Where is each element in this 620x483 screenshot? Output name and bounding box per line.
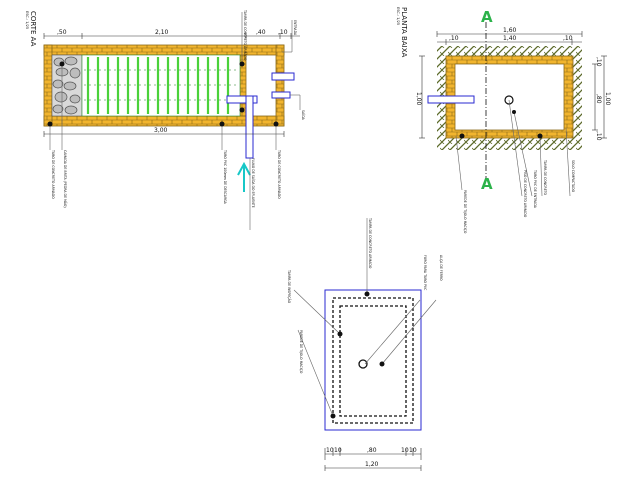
section-dim-40: ,40 <box>256 29 266 36</box>
section-tee-pipe <box>226 95 258 104</box>
plan-scale: ESC.: 1/25 <box>396 7 400 25</box>
lid-dashed-outer <box>332 297 414 424</box>
section-note-8: SAÍDA <box>301 110 306 121</box>
lid-dim-10b: 10 <box>334 447 342 454</box>
plan-dim-140: 1,40 <box>503 35 517 42</box>
lid-dim-10d: 10 <box>409 447 417 454</box>
lid-note-5: PAREDE DE TIJOLO MACIÇO <box>299 330 303 374</box>
plan-leaders <box>455 99 571 197</box>
section-note-7: TUBO DE CONCRETO ARMADO <box>277 149 281 199</box>
section-right-wall <box>275 44 285 127</box>
section-leader-dots <box>47 61 279 127</box>
lid-pipe-hole <box>358 359 368 369</box>
plan-right-dimensions <box>592 55 607 139</box>
plan-left-dimension <box>419 55 425 139</box>
section-leaders <box>49 12 301 230</box>
section-outlet-pipe <box>271 91 291 99</box>
section-title: CORTE AA <box>29 11 37 47</box>
plan-cut-marker-top: A <box>481 8 493 26</box>
section-note-5: TUBO PVC 100mm DE DESCARGA <box>223 149 227 205</box>
plan-dim-80: ,80 <box>595 94 602 104</box>
filter-hatch <box>86 57 230 114</box>
plan-note-3: TUBO PVC DE ENTRADA <box>533 169 537 209</box>
plan-note-2: PISO DE CONCRETO ARMADO <box>523 170 527 218</box>
lid-view: 10 10 ,80 10 10 1,20 TAMPA DE CONCRETO A… <box>287 217 443 471</box>
plan-top-dimensions <box>436 31 583 45</box>
plan-view: PLANTA BAIXA ESC.: 1/25 1,60 1,40 ,10 ,1… <box>396 7 611 234</box>
plan-title: PLANTA BAIXA <box>400 7 408 58</box>
lid-outer <box>324 289 422 431</box>
lid-note-3: FURO PARA TUBO PVC <box>423 255 427 291</box>
filter-dashes <box>84 69 238 101</box>
section-scale: ESC.: 1/25 <box>25 11 29 29</box>
section-dim-50: ,50 <box>57 29 67 36</box>
section-view: CORTE AA ESC.: 1/25 ,50 2,10 ,40 ,10 <box>25 9 306 230</box>
plan-leader-dots <box>459 110 543 139</box>
lid-dim-10c: 10 <box>401 447 409 454</box>
lid-note-4: ALÇA DE FERRO <box>439 255 443 281</box>
section-dim-300: 3,00 <box>154 127 168 134</box>
section-top-dimensions <box>43 33 300 39</box>
section-filter-chamber <box>81 54 241 117</box>
plan-dim-160: 1,60 <box>503 27 517 34</box>
section-note-4: TUBO DE CONCRETO ARMADO <box>51 149 55 199</box>
section-top-slab <box>43 44 285 56</box>
plan-dim-10a: ,10 <box>449 35 459 42</box>
lid-dim-10a: 10 <box>326 447 334 454</box>
lid-note-1: TAMPA DE CONCRETO ARMADO <box>368 217 372 269</box>
section-dim-10: ,10 <box>278 29 288 36</box>
lid-dim-80: ,80 <box>367 447 377 454</box>
section-inlet-pipe <box>271 72 295 81</box>
gravel-stones <box>52 56 81 115</box>
plan-dim-10d: ,10 <box>595 131 602 141</box>
lid-dimensions <box>324 448 422 471</box>
plan-dim-100: 1,00 <box>604 92 611 106</box>
section-dim-210: 2,10 <box>155 29 169 36</box>
plan-dim-10c: ,10 <box>595 57 602 67</box>
section-note-1: TAMPA DE CONCRETO ARMADO <box>243 9 247 61</box>
flow-arrow-icon <box>237 161 251 192</box>
lid-dashed-inner <box>339 305 407 417</box>
plan-cut-marker-bottom: A <box>481 175 493 193</box>
lid-leaders <box>293 218 437 417</box>
section-note-2: ENTRADA <box>293 20 297 36</box>
section-left-wall <box>43 44 53 127</box>
lid-note-2: TAMPA DE INSPEÇÃO <box>287 269 292 304</box>
plan-note-4: TAMPA DE CONCRETO <box>543 159 547 196</box>
section-note-3: CAMADA DE BRITA (PEDRA DE MÃO) <box>63 150 68 208</box>
plan-note-5: SOLO COMPACTADO <box>571 160 575 193</box>
plan-note-1: PAREDE DE TIJOLO MACIÇO <box>463 190 467 234</box>
lid-leader-dots <box>330 291 385 419</box>
section-note-6: FLUXO DE SAÍDA DO EFLUENTE <box>251 158 256 208</box>
plan-dim-10b: ,10 <box>563 35 573 42</box>
section-bottom-dimension <box>43 131 285 137</box>
lid-dim-120: 1,20 <box>365 461 379 468</box>
section-drop-pipe <box>245 95 254 159</box>
plan-dim-100-left: 1,00 <box>415 92 422 106</box>
plan-inlet-pipe <box>427 95 475 104</box>
